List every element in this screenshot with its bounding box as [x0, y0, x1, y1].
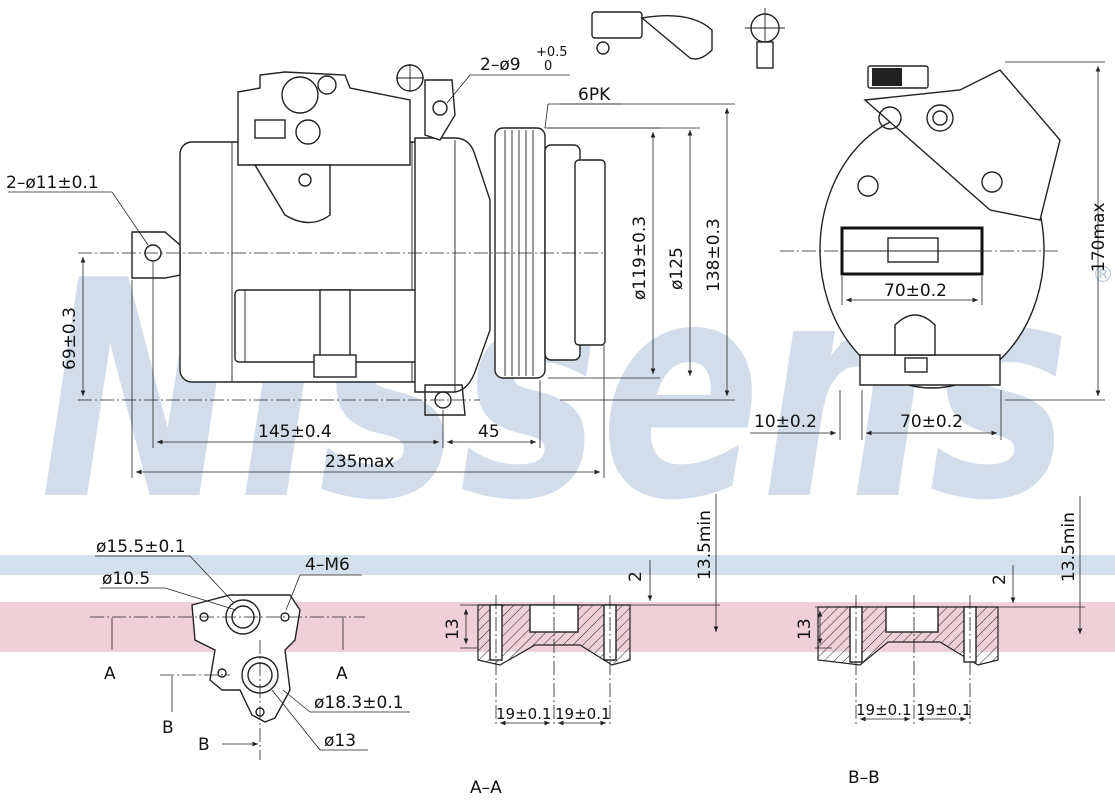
aa-step-dim: 2 [626, 571, 646, 582]
port-small-callout: ø10.5 [102, 569, 150, 589]
top-holes-callout: 2–ø9 [480, 55, 521, 75]
belt-callout: 6PK [578, 85, 611, 105]
blue-band [0, 555, 1115, 575]
section-aa-title: A–A [470, 778, 502, 798]
length-mount-dim: 145±0.4 [258, 422, 332, 442]
aa-spacing-left-dim: 19±0.1 [496, 705, 552, 723]
port2-outer-callout: ø18.3±0.1 [314, 693, 404, 713]
side-view-dimensions: 70±0.2 170max 10±0.2 70±0.2 [750, 61, 1109, 440]
length-pulley-dim: 45 [478, 422, 500, 442]
port-large-callout: ø15.5±0.1 [96, 537, 186, 557]
side-height-dim: 170max [1089, 203, 1109, 273]
top-holes-tol-lower: 0 [544, 59, 552, 74]
bb-depth-dim: 13.5min [1059, 512, 1079, 582]
aa-spacing-right-dim: 19±0.1 [555, 705, 611, 723]
bb-spacing-left-dim: 19±0.1 [856, 701, 912, 719]
port-flange-labels: ø15.5±0.1 ø10.5 4–M6 ø18.3±0.1 ø13 A A B… [95, 537, 410, 755]
threads-callout: 4–M6 [305, 555, 350, 575]
bb-thickness-dim: 13 [795, 618, 815, 640]
top-holes-tol-upper: +0.5 [536, 45, 568, 60]
pulley-outer-dim: ø125 [667, 247, 687, 290]
pulley-inner-dim: ø119±0.3 [630, 216, 650, 300]
height-dim: 69±0.3 [60, 307, 80, 370]
top-mount-hole [432, 100, 448, 116]
side-width-bottom-dim: 70±0.2 [900, 412, 963, 432]
section-b-bottom-label: B [198, 735, 210, 755]
main-view-dimensions: 2–ø11±0.1 2–ø9 +0.5 0 6PK ø119±0.3 ø125 … [6, 45, 735, 478]
compressor-side-view [780, 65, 1061, 389]
compressor-front-view [78, 8, 785, 416]
bb-spacing-right-dim: 19±0.1 [916, 701, 972, 719]
aa-depth-dim: 13.5min [695, 510, 715, 580]
side-offset-dim: 10±0.2 [754, 412, 817, 432]
mount-hole-callout: 2–ø11±0.1 [6, 173, 99, 193]
pulley-total-dim: 138±0.3 [704, 218, 724, 292]
section-bb: 13 2 13.5min 19±0.1 19±0.1 B–B [795, 496, 1085, 788]
port-flange-view [90, 594, 365, 760]
section-bb-title: B–B [848, 768, 880, 788]
section-a-right-label: A [336, 664, 348, 684]
length-total-dim: 235max [325, 452, 395, 472]
port2-inner-callout: ø13 [324, 731, 356, 751]
section-a-left-label: A [104, 664, 116, 684]
side-width-top-dim: 70±0.2 [884, 281, 947, 301]
connector-plug [591, 11, 643, 39]
section-aa: 13 2 13.5min 19±0.1 19±0.1 A–A [443, 494, 720, 798]
section-b-top-label: B [162, 718, 174, 738]
bb-step-dim: 2 [990, 574, 1010, 585]
aa-thickness-dim: 13 [443, 618, 463, 640]
